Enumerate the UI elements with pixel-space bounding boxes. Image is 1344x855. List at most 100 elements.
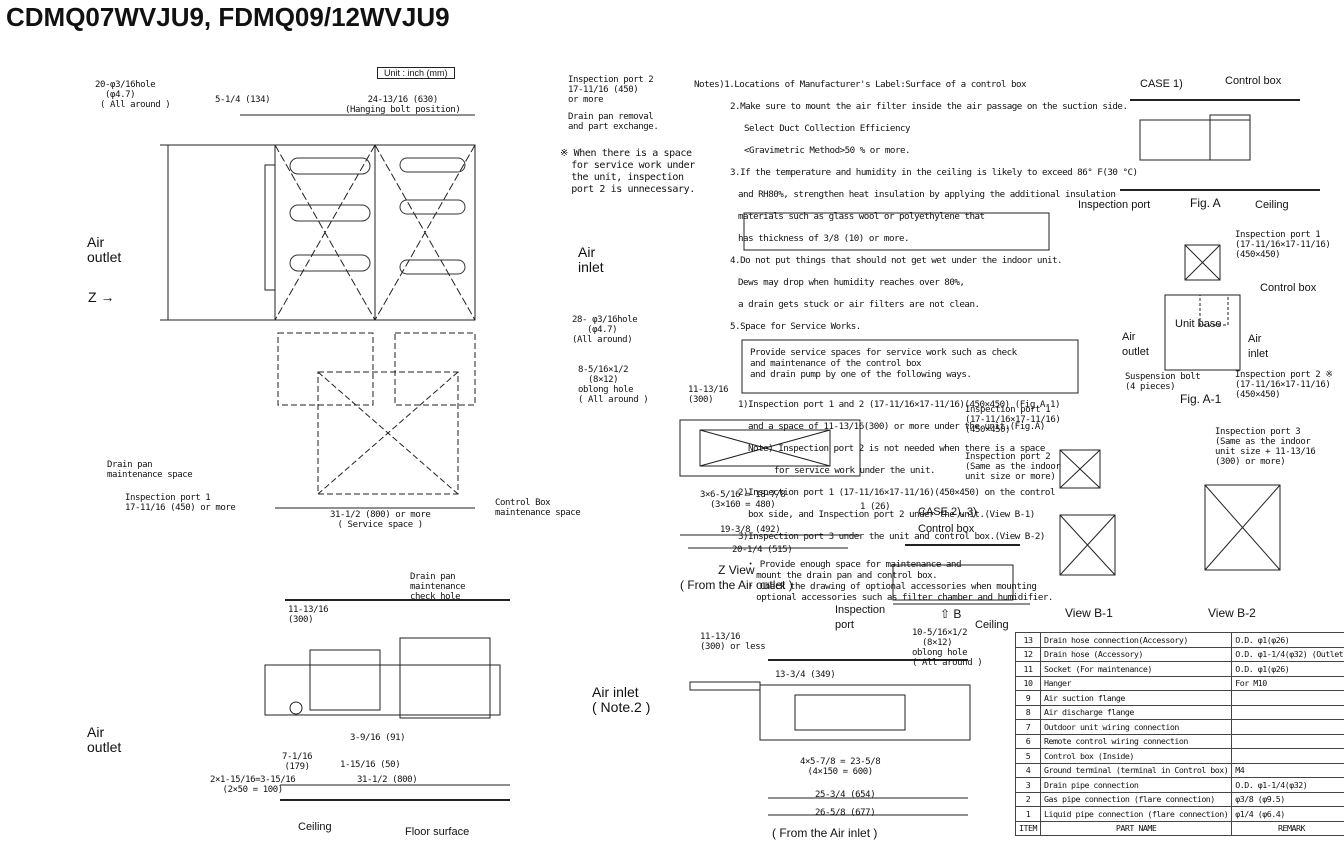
note-box-1: Provide service spaces for service work … [750,347,1017,380]
dim-4x5: 4×5-7/8 = 23-5/8 (4×150 = 600) [800,757,881,777]
part-remark [1231,748,1344,764]
dim-11-13-16-front: 11-13/16 (300) [288,605,329,625]
part-remark: φ1/4 (φ6.4) [1231,806,1344,822]
note-3c: materials such as glass wool or polyethy… [738,211,985,222]
dim-24-13-16: 24-13/16 (630) (Hanging bolt position) [345,95,461,115]
fig-a1-air-inlet: Air inlet [1248,333,1269,360]
dim-1-26: 1 (26) [860,502,891,512]
part-name: Drain hose connection(Accessory) [1039,632,1233,648]
part-name: Air discharge flange [1039,704,1233,720]
part-name: Socket (For maintenance) [1039,661,1233,677]
oblong-hole-label: 8-5/16×1/2 (8×12) oblong hole ( All arou… [578,365,649,405]
notes: Notes)1.Locations of Manufacturer's Labe… [694,68,1138,614]
air-inlet-label: Air inlet [578,244,604,275]
note-2b: <Gravimetric Method>50 % or more. [744,145,911,156]
heat-exchanger-coils [289,157,466,275]
hole-label-28: 28- φ3/16hole (φ4.7) (All around) [572,315,638,345]
drain-pan-removal-label: Drain pan removal and part exchange. [568,112,659,132]
inspection-port-label: Inspection port [1078,199,1151,211]
part-name: Remote control wiring connection [1039,733,1233,749]
view-b1-inspection-port-2: Inspection port 2 (Same as the indoor un… [965,452,1061,482]
view-b1-inspection-port-1: Inspection port 1 (17-11/16×17-11/16) (4… [965,405,1061,435]
dim-31-service: 31-1/2 (800) or more ( Service space ) [330,510,431,530]
part-remark: O.D. φ1(φ26) [1231,661,1344,677]
part-name: Hanger [1039,675,1233,691]
dim-11-13-16: 11-13/16 (300) [688,385,729,405]
ceiling-label: Ceiling [1255,199,1289,211]
z-arrow: Z → [88,289,115,305]
part-remark: For M10 [1231,675,1344,691]
drain-pan-maintenance-label: Drain pan maintenance space [107,460,193,480]
case23-label: CASE 2), 3) [918,506,977,518]
part-remark: O.D. φ1-1/4(φ32) (Outlet) [1231,646,1344,662]
part-remark: O.D. φ1-1/4(φ32) [1231,777,1344,793]
dim-25-3-4: 25-3/4 (654) [815,790,876,800]
part-name: Outdoor unit wiring connection [1039,719,1233,735]
part-remark [1231,704,1344,720]
view-b1-label: View B-1 [1065,606,1113,620]
inspection-port-1-space [317,371,459,495]
parts-table-header: ITEM PART NAME REMARK [1015,820,1344,836]
item-number: 3 [1015,777,1041,793]
control-box [399,637,491,719]
inspection-port-1-label: Inspection port 1 17-11/16 (450) or more [125,493,236,513]
floor-surface-label: Floor surface [405,826,470,838]
note-2: 2.Make sure to mount the air filter insi… [730,101,1128,112]
dim-3-9-16: 3-9/16 (91) [350,733,406,743]
unit-base-label: Unit base [1175,318,1222,330]
fig-a1-inspection-port-2: Inspection port 2 ※ (17-11/16×17-11/16) … [1235,370,1333,400]
part-name: Gas pipe connection (flare connection) [1039,791,1233,807]
front-ceiling-label: Ceiling [298,821,332,833]
dim-19-3-8: 19-3/8 (492) [720,525,781,535]
way-1a: 1)Inspection port 1 and 2 (17-11/16×17-1… [738,399,1061,410]
z-view-label: Z View ( From the Air outlet ) [680,563,793,592]
item-number: 1 [1015,806,1041,822]
oblong-hole-label-2: 10-5/16×1/2 (8×12) oblong hole ( All aro… [912,628,983,668]
header-item: ITEM [1015,820,1041,836]
case23-ceiling: Ceiling [975,619,1009,631]
part-name: Air suction flange [1039,690,1233,706]
front-view-unit [264,664,501,716]
item-number: 2 [1015,791,1041,807]
fig-a1-inspection-port-1: Inspection port 1 (17-11/16×17-11/16) (4… [1235,230,1331,260]
fig-a1-label: Fig. A-1 [1180,392,1222,406]
fig-a-label: Fig. A [1190,196,1221,210]
way-3: 3)Inspection port 3 under the unit and c… [738,531,1045,542]
note-3d: has thickness of 3/8 (10) or more. [738,233,910,244]
note-4a: 4.Do not put things that should not get … [730,255,1063,266]
dim-20-1-4: 20-1/4 (515) [732,545,793,555]
item-number: 9 [1015,690,1041,706]
header-remark: REMARK [1231,820,1344,836]
item-number: 4 [1015,762,1041,778]
control-box-label: Control box [1225,75,1282,87]
unit-note-text: Unit : inch (mm) [384,68,448,78]
view-b2-label: View B-2 [1208,606,1256,620]
fig-a1-air-outlet: Air outlet [1122,331,1149,358]
control-box-maintenance-label: Control Box maintenance space [495,498,581,518]
way-1b: and a space of 11-13/16(300) or more und… [748,421,1045,432]
drain-check-hole-label: Drain pan maintenance check hole [410,572,466,602]
note-3a: 3.If the temperature and humidity in the… [730,167,1138,178]
item-number: 13 [1015,632,1041,648]
drain-pan-maintenance-space [277,332,374,406]
inspection-port-3-label: Inspection port 3 (Same as the indoor un… [1215,427,1316,467]
dim-7-1-16: 7-1/16 (179) [282,752,313,772]
suspension-bolt-label: Suspension bolt (4 pieces) [1125,372,1201,392]
dim-13-3-4: 13-3/4 (349) [775,670,836,680]
hole-label-20: 20-φ3/16hole (φ4.7) ( All around ) [95,80,171,110]
part-remark: φ3/8 (φ9.5) [1231,791,1344,807]
view-b2-port [1204,484,1281,571]
case23-unit [892,564,1014,601]
case1-label: CASE 1) [1140,78,1183,90]
part-remark [1231,719,1344,735]
air-outlet-flange [264,164,276,291]
